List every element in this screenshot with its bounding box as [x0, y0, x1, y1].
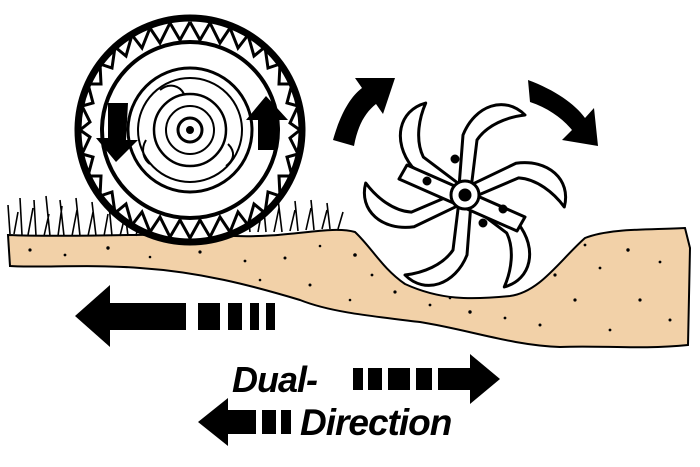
tine-blade-5: [362, 181, 463, 229]
right-direction-arrow-icon: [353, 354, 500, 404]
soil-specks: [28, 243, 672, 332]
direction-arrow-icon: [75, 285, 275, 347]
tine-blade-2: [467, 161, 568, 209]
big-left-arrow-dash-4: [266, 303, 275, 330]
tine-rotation-arrows: [333, 78, 598, 146]
left-direction-arrow-icon: [198, 398, 291, 446]
tine-blade-3: [465, 192, 532, 289]
tine-blade-1: [457, 103, 527, 191]
direction-label: Direction: [300, 402, 452, 443]
wheel-left-rotation-arrow-icon: [96, 103, 138, 162]
tine-right-rotation-arrow-icon: [528, 80, 598, 146]
wheel-icon: [74, 14, 306, 246]
tine-blade-6: [398, 101, 465, 198]
wheel-rotation-arrows: [96, 96, 288, 162]
wheel-tread: [77, 19, 303, 242]
big-left-arrow-dash-1: [198, 303, 220, 330]
soil-band: [6, 226, 692, 349]
big-left-arrow-dash-3: [250, 303, 259, 330]
wheel-right-rotation-arrow-icon: [246, 96, 288, 150]
dual-label: Dual-: [232, 359, 318, 400]
big-left-arrow-dash-2: [228, 303, 242, 330]
tine-blade-4: [403, 199, 473, 287]
tine-icon: [362, 101, 568, 289]
big-left-arrow-shaft: [75, 285, 186, 347]
tine-left-rotation-arrow-icon: [333, 78, 395, 146]
